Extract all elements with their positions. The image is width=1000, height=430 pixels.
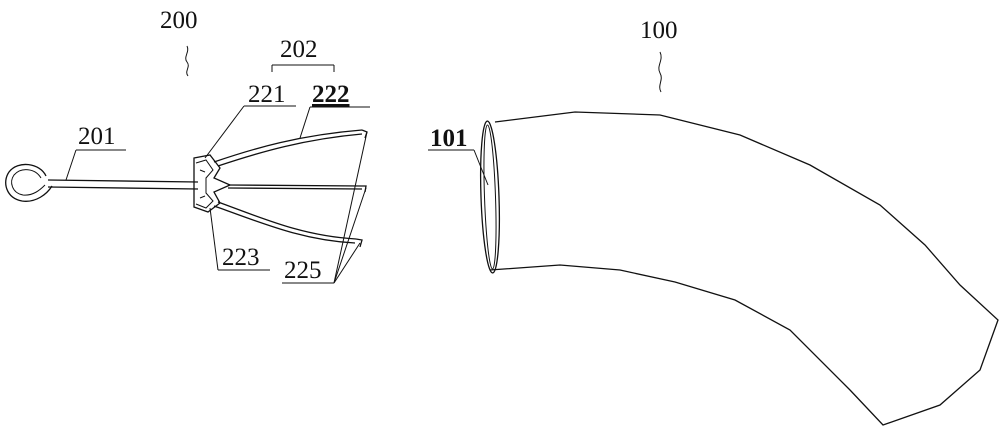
- middle-arm: [228, 185, 366, 192]
- label-202: 202: [280, 36, 318, 63]
- curved-tube: [490, 112, 998, 425]
- label-201: 201: [78, 123, 116, 150]
- label-222: 222: [312, 81, 350, 108]
- tube-opening-ellipse: [478, 121, 501, 274]
- label-221: 221: [248, 81, 286, 108]
- label-225: 225: [284, 257, 322, 284]
- rod: [48, 180, 198, 189]
- leader-lines: [66, 46, 661, 283]
- ring-handle: [6, 164, 52, 201]
- label-101: 101: [430, 125, 468, 152]
- label-223: 223: [222, 244, 260, 271]
- upper-arm: [214, 130, 367, 166]
- label-100: 100: [640, 17, 678, 44]
- lower-arm: [214, 202, 362, 247]
- label-200: 200: [160, 7, 198, 34]
